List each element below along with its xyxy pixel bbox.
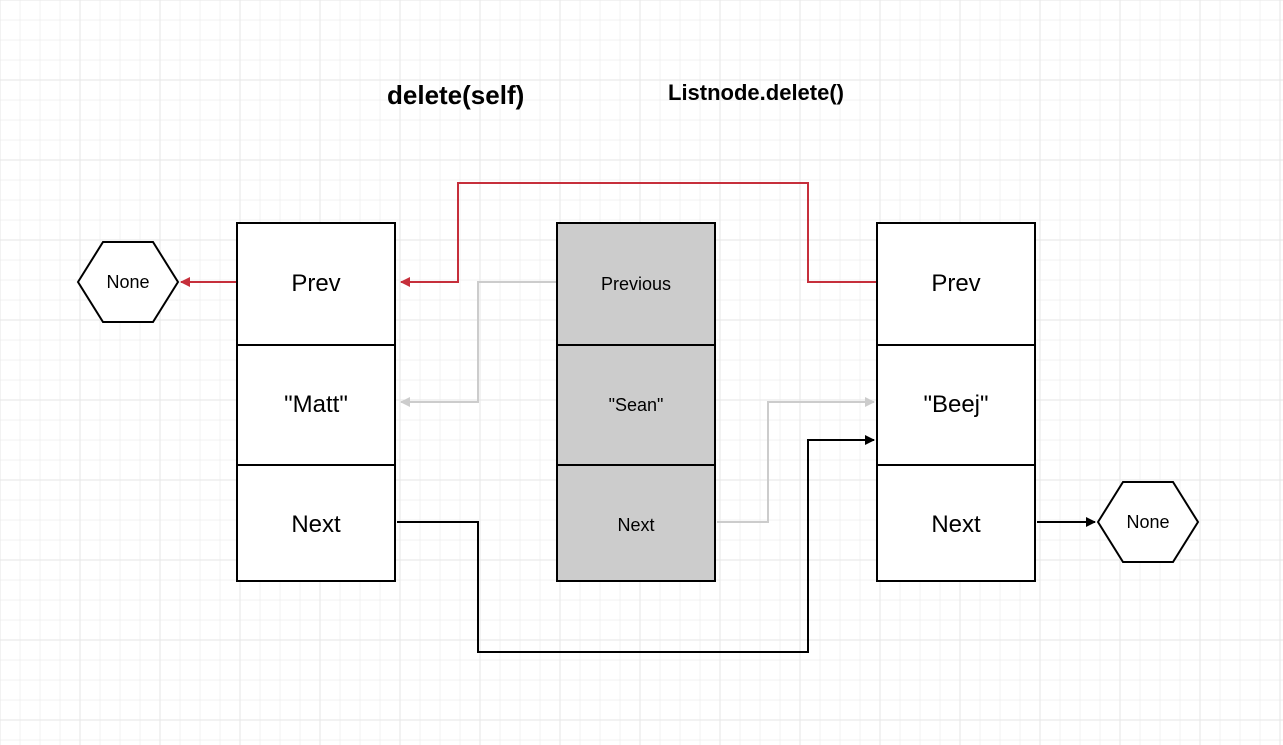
matt-next-to-beej-link [397,435,875,653]
removed-next-link [717,397,875,523]
node-next-field: Next [878,464,1034,584]
node-value-field: "Sean" [558,344,714,464]
call-title: Listnode.delete() [668,80,845,105]
node-next-field: Next [558,464,714,584]
none-right-label: None [1126,511,1170,532]
none-left-label: None [106,271,150,292]
node-value-field: "Beej" [878,344,1034,464]
node-prev-field: Previous [600,273,672,294]
none-right-hexagon [1096,481,1200,563]
beej-prev-to-matt-link [400,182,877,287]
node-prev-field: Prev [931,270,981,297]
list-node-beej: Prev "Beej" Next [876,222,1036,582]
node-next-field: Next [238,464,394,584]
node-prev-field: Prev [291,270,341,297]
none-left-hexagon [76,241,180,323]
list-node-matt: Prev "Matt" Next [236,222,396,582]
list-node-sean-deleted: Previous "Sean" Next [556,222,716,582]
removed-prev-link [400,281,557,407]
node-value-field: "Matt" [238,344,394,464]
method-title: delete(self) [387,80,525,110]
